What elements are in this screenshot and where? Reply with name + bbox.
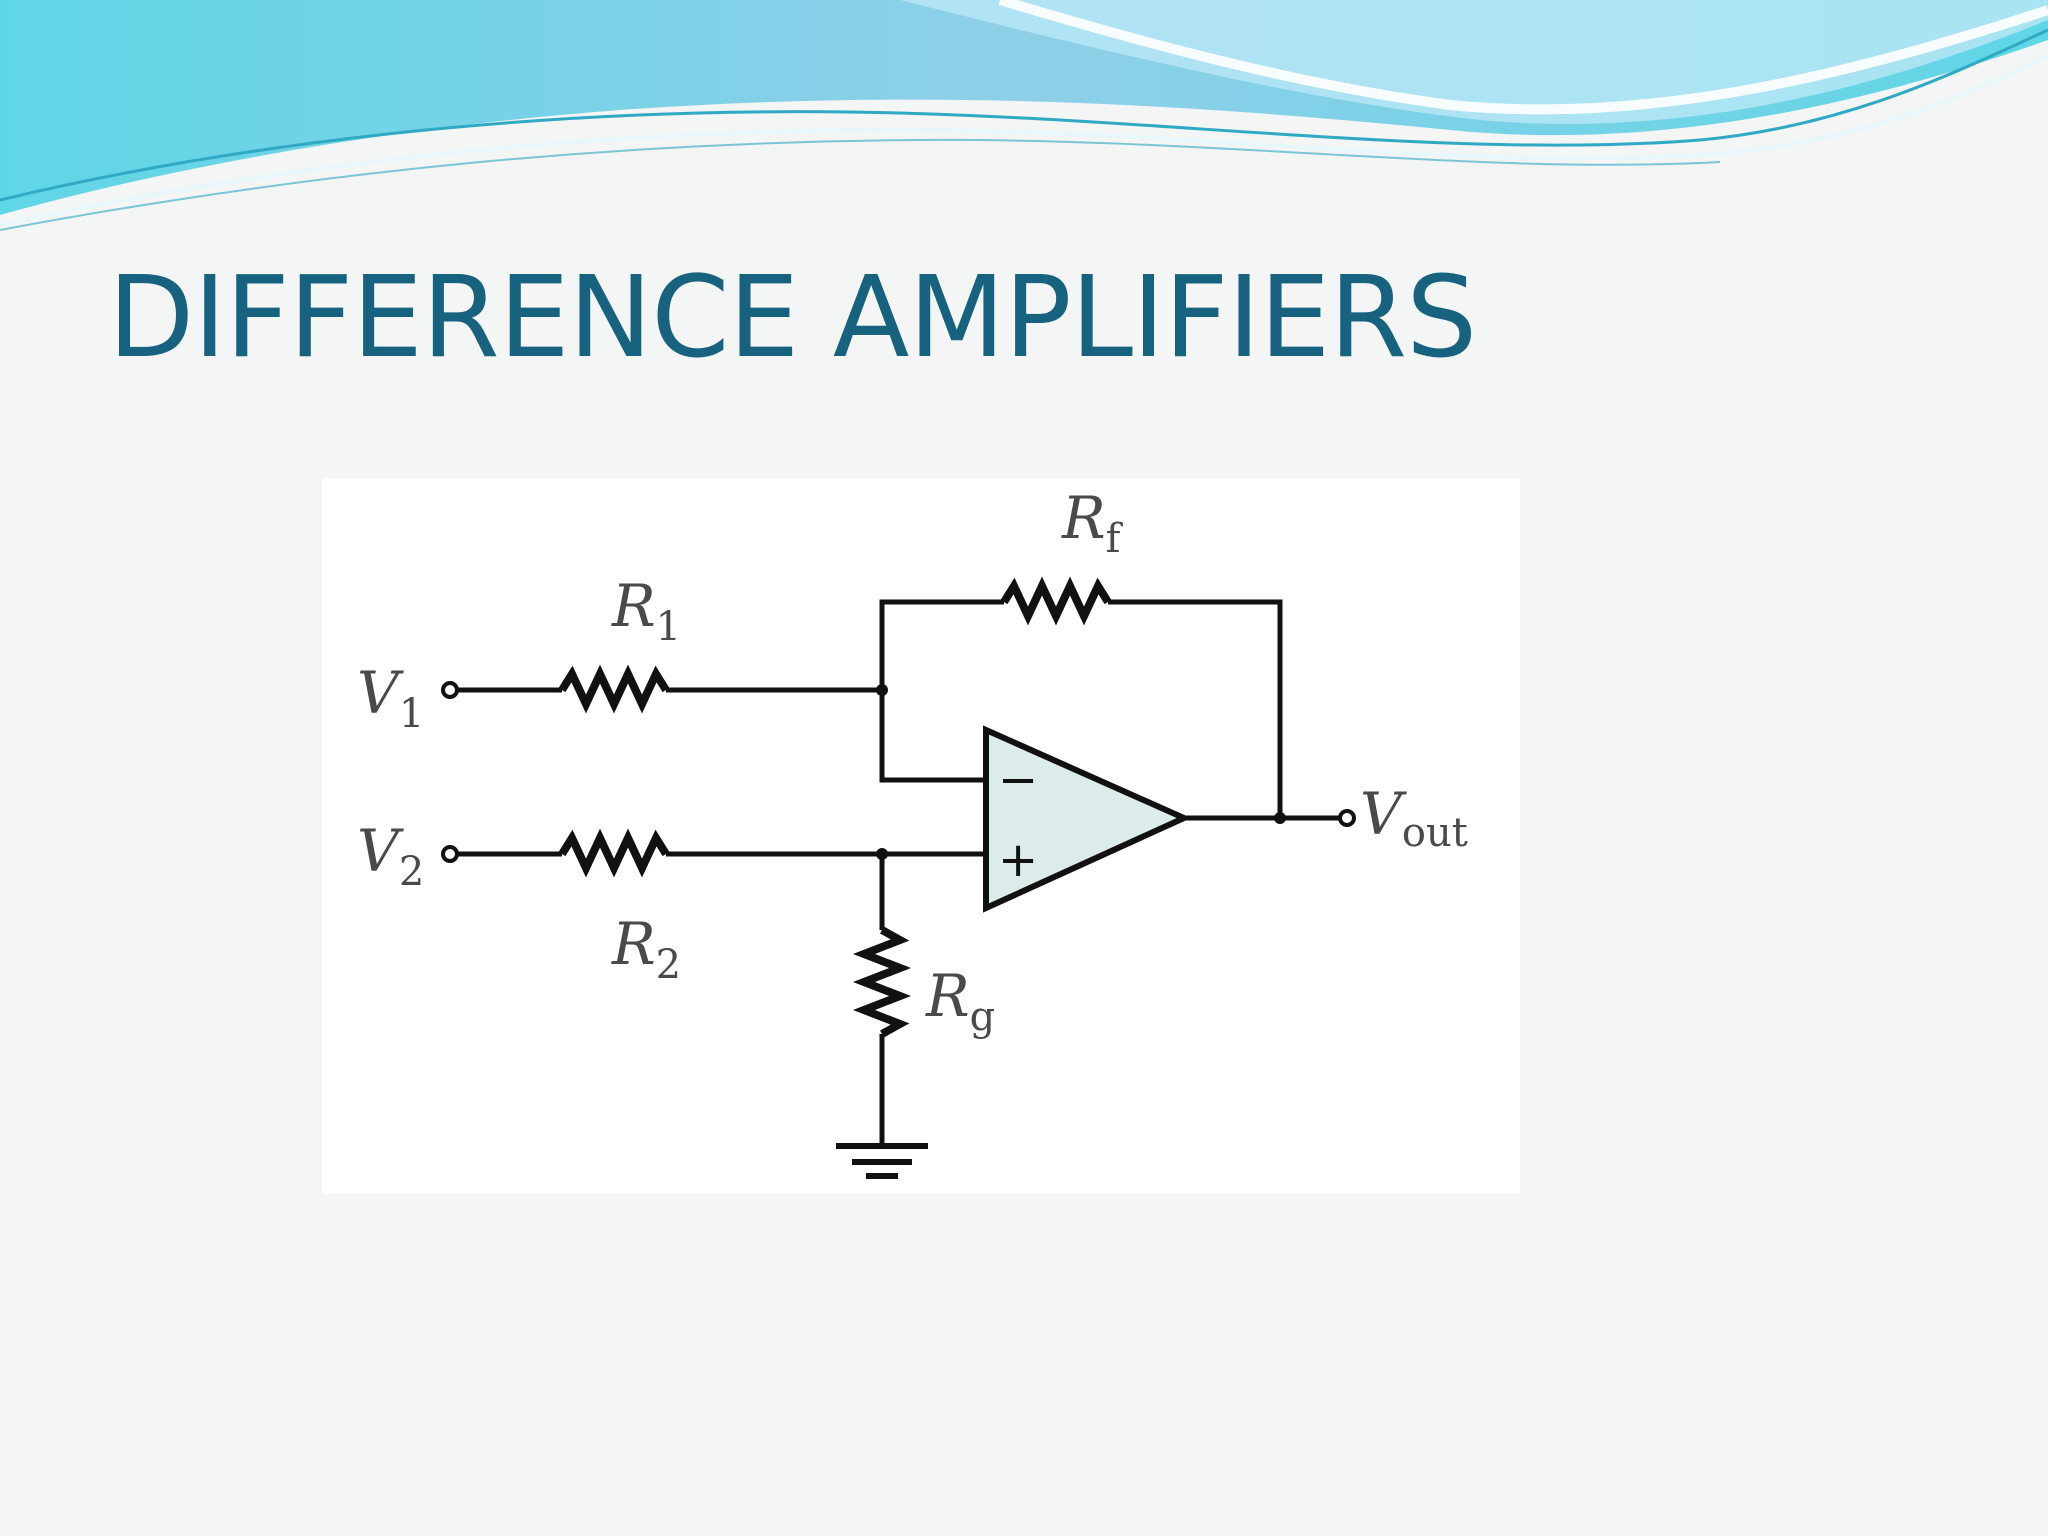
r1-resistor (558, 664, 670, 714)
ground-symbol (836, 1143, 928, 1179)
output-node (1274, 812, 1286, 824)
opamp-noninverting-sign: + (998, 832, 1038, 888)
rf-label: Rf (1061, 484, 1124, 562)
feedback-left-wire (879, 599, 1004, 690)
r1-label: R1 (611, 572, 681, 650)
opamp-inverting-sign: − (998, 752, 1038, 808)
r2-label: R2 (611, 910, 681, 988)
rg-resistor (852, 926, 912, 1038)
difference-amplifier-circuit: V1 R1 Rf − + Vout V2 (322, 478, 1520, 1194)
opamp-triangle (983, 725, 1192, 913)
vout-terminal (1338, 809, 1356, 827)
v1-label: V1 (357, 659, 424, 737)
slide-title: DIFFERENCE AMPLIFIERS (108, 253, 1477, 383)
v2-terminal (441, 845, 459, 863)
circuit-schematic: V1 R1 Rf − + Vout V2 (357, 484, 1468, 1179)
inverting-input-wire (879, 690, 984, 783)
r2-resistor (558, 828, 670, 878)
header-wave-decoration (0, 0, 2048, 231)
v2-label: V2 (357, 817, 424, 895)
feedback-right-wire (1108, 599, 1283, 818)
v1-terminal (441, 681, 459, 699)
rf-resistor (1000, 576, 1112, 626)
rg-label: Rg (925, 962, 995, 1040)
vout-label: Vout (1360, 780, 1468, 856)
